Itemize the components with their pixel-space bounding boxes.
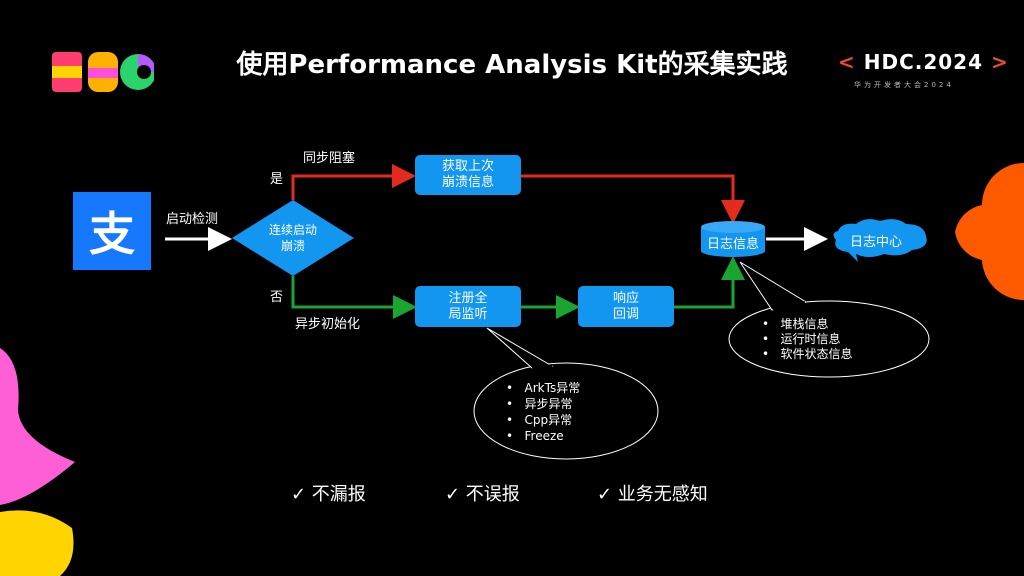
page-title: 使用Performance Analysis Kit的采集实践 (236, 50, 788, 80)
log-info-item: • 堆栈信息 (762, 317, 829, 331)
decision-line1: 连续启动 (268, 223, 317, 237)
alipay-app-icon: 支 (73, 192, 151, 270)
exception-bubble-tail (486, 327, 554, 369)
log-db-label: 日志信息 (706, 237, 759, 252)
callback-to-log-arrow (674, 256, 745, 309)
no-path-arrow (291, 276, 417, 319)
callback-line1: 响应 (612, 290, 639, 306)
benefit-unaware: ✓ 业务无感知 (597, 484, 708, 505)
benefit-no-false: ✓ 不误报 (445, 484, 520, 505)
decision-line2: 崩溃 (280, 239, 305, 253)
exception-item: • ArkTs异常 (506, 381, 581, 395)
fetch-to-log-arrow (521, 174, 745, 224)
fetch-line2: 崩溃信息 (441, 175, 494, 190)
exception-bubble (473, 362, 659, 460)
orange-shape (955, 163, 1024, 301)
yellow-shape (0, 510, 74, 576)
fetch-line1: 获取上次 (441, 159, 494, 174)
hdc-colorful-logo (52, 52, 154, 92)
start-detect-label: 启动检测 (166, 212, 219, 227)
exception-item: • 异步异常 (506, 397, 573, 411)
register-listener-box: 注册全 局监听 (415, 286, 521, 327)
decision-diamond (232, 200, 354, 276)
callback-line2: 回调 (612, 306, 639, 322)
benefit-no-miss: ✓ 不漏报 (291, 484, 366, 505)
sync-block-label: 同步阻塞 (303, 151, 356, 166)
log-db-top (701, 221, 765, 233)
log-db-cylinder (701, 227, 765, 257)
register-line2: 局监听 (448, 306, 488, 322)
yes-path-arrow (291, 164, 416, 200)
log-center-cloud (833, 219, 927, 262)
log-info-item: • 运行时信息 (762, 332, 841, 346)
register-line1: 注册全 (448, 290, 488, 306)
fetch-crash-info-box: 获取上次 崩溃信息 (415, 155, 521, 195)
alipay-glyph: 支 (89, 207, 135, 261)
hdc-subtitle: 华为开发者大会2024 (854, 81, 954, 89)
yes-label: 是 (270, 172, 284, 187)
pink-shape (0, 348, 75, 505)
exception-item: • Cpp异常 (506, 413, 573, 427)
exception-list: • ArkTs异常 • 异步异常 • Cpp异常 • Freeze (506, 380, 580, 444)
hdc-logo-text: HDC.2024 (863, 50, 984, 74)
log-info-item: • 软件状态信息 (762, 347, 853, 361)
log-center-label: 日志中心 (849, 235, 902, 250)
log-info-bubble (728, 300, 930, 378)
bracket-left: < (838, 50, 856, 74)
async-init-label: 异步初始化 (295, 317, 361, 332)
callback-box: 响应 回调 (578, 286, 674, 327)
bracket-right: > (990, 50, 1009, 74)
no-label: 否 (270, 290, 284, 305)
log-info-list: • 堆栈信息 • 运行时信息 • 软件状态信息 (762, 317, 853, 362)
exception-item: • Freeze (506, 429, 564, 443)
decision-text: 连续启动 崩溃 (232, 222, 354, 254)
hdc-2024-logo: < HDC.2024 > (838, 50, 1009, 74)
